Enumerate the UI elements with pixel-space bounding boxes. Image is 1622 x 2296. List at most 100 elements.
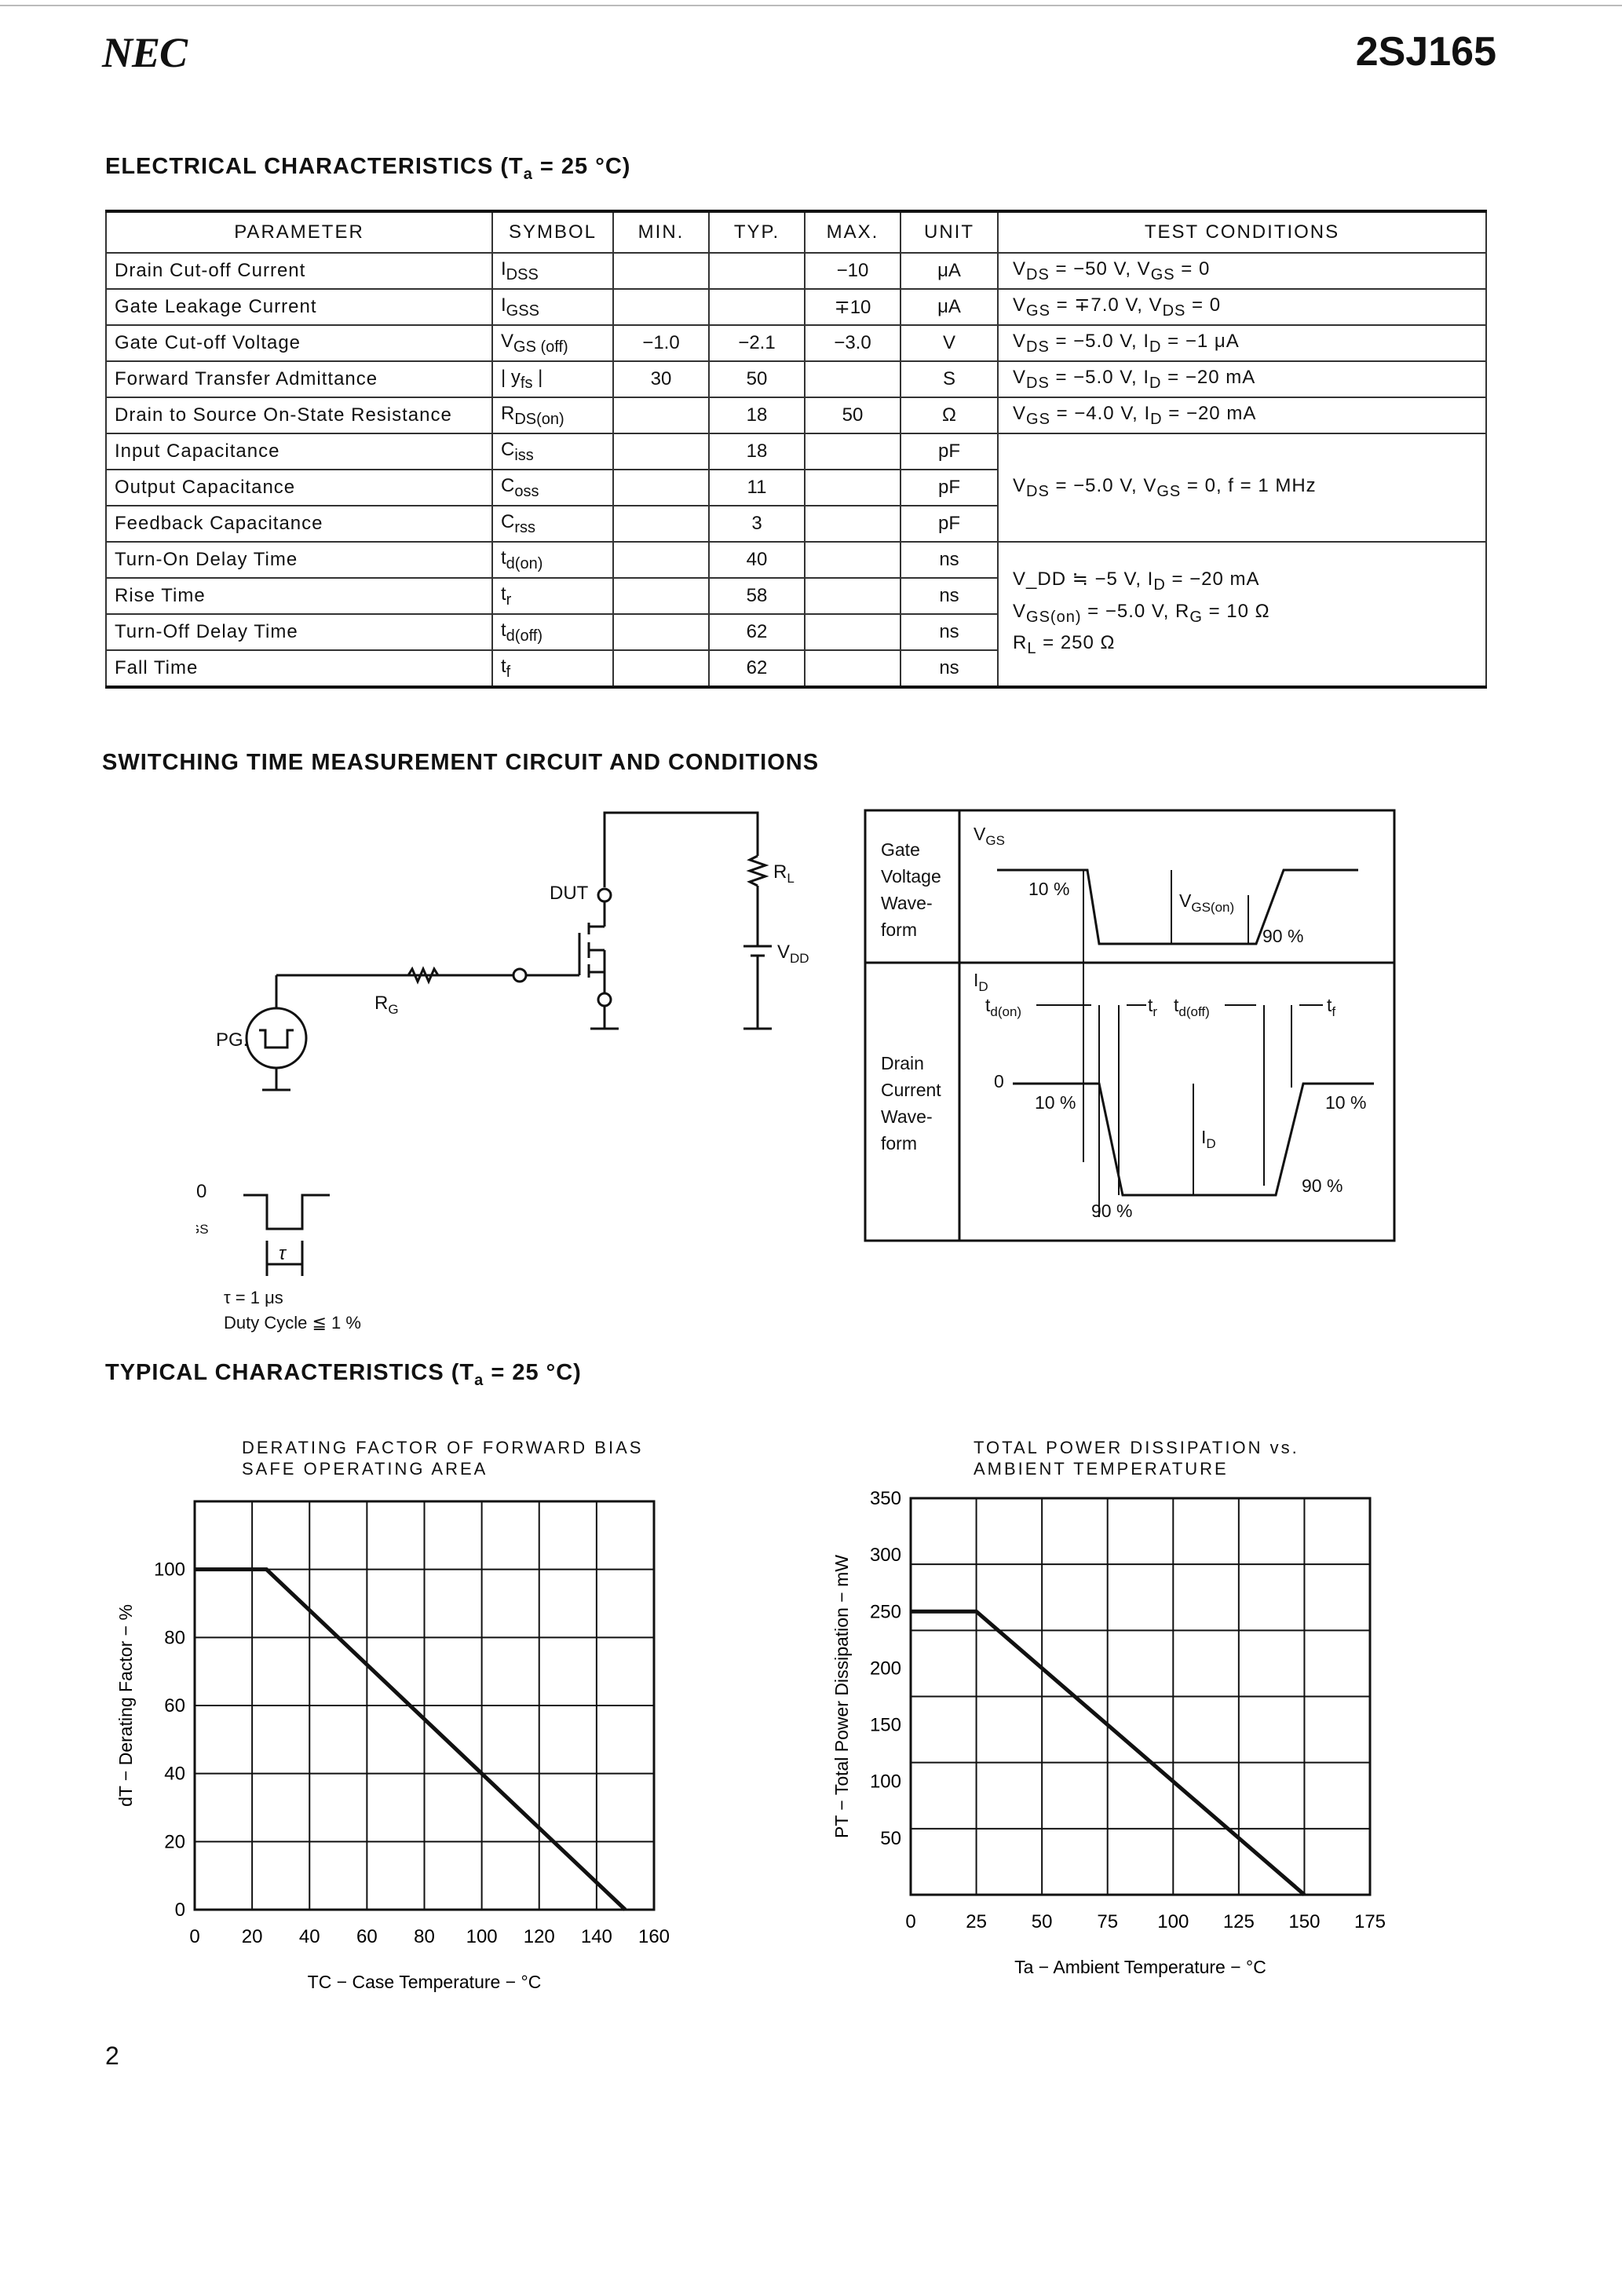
unit-cell: pF bbox=[900, 433, 999, 470]
x-tick-label: 60 bbox=[356, 1926, 378, 1947]
svg-text:τ: τ bbox=[279, 1243, 287, 1264]
svg-text:RG: RG bbox=[374, 993, 399, 1017]
drain-waveform bbox=[1013, 1082, 1374, 1197]
max-cell: −10 bbox=[804, 252, 901, 290]
svg-text:td(off): td(off) bbox=[1174, 995, 1210, 1019]
max-cell bbox=[804, 613, 901, 651]
typ-cell: 58 bbox=[708, 577, 806, 615]
param-cell: Drain to Source On-State Resistance bbox=[105, 397, 493, 434]
plot-frame bbox=[193, 1500, 656, 1911]
x-tick-label: 0 bbox=[905, 1911, 915, 1932]
min-cell bbox=[612, 397, 710, 434]
pulse-generator bbox=[245, 1007, 308, 1069]
max-cell bbox=[804, 577, 901, 615]
min-cell bbox=[612, 433, 710, 470]
table-header-row: PARAMETER SYMBOL MIN. TYP. MAX. UNIT TES… bbox=[105, 210, 1487, 254]
dut-source-terminal bbox=[597, 992, 612, 1007]
symbol-cell: td(off) bbox=[491, 613, 614, 651]
svg-text:Duty Cycle ≦ 1 %: Duty Cycle ≦ 1 % bbox=[224, 1313, 361, 1333]
drain-wire bbox=[603, 811, 759, 887]
unit-cell: ns bbox=[900, 577, 999, 615]
x-tick-label: 140 bbox=[581, 1926, 612, 1947]
y-axis-label: PT − Total Power Dissipation − mW bbox=[832, 1555, 852, 1838]
pg-label: PG. bbox=[216, 1029, 248, 1051]
chart-2-title: TOTAL POWER DISSIPATION vs. AMBIENT TEMP… bbox=[974, 1438, 1299, 1479]
y-tick-label: 20 bbox=[164, 1831, 185, 1852]
typ-cell: 3 bbox=[708, 505, 806, 543]
series-line bbox=[195, 1567, 627, 1911]
svg-text:90 %: 90 % bbox=[1302, 1175, 1343, 1196]
max-cell: −3.0 bbox=[804, 324, 901, 362]
svg-text:td(on): td(on) bbox=[985, 995, 1021, 1019]
x-tick-label: 125 bbox=[1223, 1911, 1255, 1932]
col-header: MAX. bbox=[804, 210, 901, 254]
x-tick-label: 40 bbox=[299, 1926, 320, 1947]
y-tick-label: 350 bbox=[870, 1488, 901, 1509]
symbol-cell: RDS(on) bbox=[491, 397, 614, 434]
typ-cell: 18 bbox=[708, 433, 806, 470]
param-cell: Gate Cut-off Voltage bbox=[105, 324, 493, 362]
param-cell: Turn-On Delay Time bbox=[105, 541, 493, 579]
unit-cell: pF bbox=[900, 469, 999, 506]
typ-cell: 62 bbox=[708, 613, 806, 651]
x-tick-label: 120 bbox=[524, 1926, 555, 1947]
svg-text:τ = 1 μs: τ = 1 μs bbox=[224, 1288, 283, 1307]
typ-cell: −2.1 bbox=[708, 324, 806, 362]
svg-text:0: 0 bbox=[994, 1071, 1004, 1091]
svg-text:tf: tf bbox=[1327, 995, 1335, 1019]
min-cell: −1.0 bbox=[612, 324, 710, 362]
chart-1-title: DERATING FACTOR OF FORWARD BIAS SAFE OPE… bbox=[242, 1438, 644, 1479]
symbol-cell: | yfs | bbox=[491, 360, 614, 398]
x-tick-label: 80 bbox=[414, 1926, 435, 1947]
x-tick-label: 100 bbox=[466, 1926, 498, 1947]
min-cell bbox=[612, 613, 710, 651]
unit-cell: ns bbox=[900, 613, 999, 651]
min-cell bbox=[612, 288, 710, 326]
condition-cell: VGS = ∓7.0 V, VDS = 0 bbox=[997, 288, 1487, 326]
max-cell bbox=[804, 649, 901, 688]
condition-cell: VDS = −5.0 V, VGS = 0, f = 1 MHz bbox=[997, 433, 1487, 543]
series-line bbox=[911, 1609, 1306, 1896]
symbol-cell: IDSS bbox=[491, 252, 614, 290]
x-tick-label: 100 bbox=[1157, 1911, 1189, 1932]
gate-pulse bbox=[243, 1194, 330, 1230]
top-rule bbox=[0, 5, 1622, 6]
x-tick-label: 160 bbox=[638, 1926, 670, 1947]
param-cell: Rise Time bbox=[105, 577, 493, 615]
min-cell bbox=[612, 649, 710, 688]
dut-label: DUT bbox=[550, 883, 589, 904]
min-cell bbox=[612, 541, 710, 579]
dut-drain-terminal bbox=[597, 887, 612, 903]
col-header: UNIT bbox=[900, 210, 999, 254]
col-header: TYP. bbox=[708, 210, 806, 254]
nec-logo: NEC bbox=[102, 29, 188, 76]
gate-waveform bbox=[997, 868, 1358, 945]
x-axis-label: TC − Case Temperature − °C bbox=[308, 1972, 542, 1992]
symbol-cell: tr bbox=[491, 577, 614, 615]
electrical-characteristics-title: ELECTRICAL CHARACTERISTICS (Ta = 25 °C) bbox=[105, 154, 631, 183]
y-tick-label: 80 bbox=[164, 1627, 185, 1648]
y-tick-label: 150 bbox=[870, 1715, 901, 1736]
param-cell: Turn-Off Delay Time bbox=[105, 613, 493, 651]
svg-text:VGS: VGS bbox=[196, 1212, 209, 1237]
unit-cell: S bbox=[900, 360, 999, 398]
max-cell bbox=[804, 469, 901, 506]
symbol-cell: Ciss bbox=[491, 433, 614, 470]
min-cell: 30 bbox=[612, 360, 710, 398]
max-cell bbox=[804, 505, 901, 543]
max-cell bbox=[804, 541, 901, 579]
svg-text:10 %: 10 % bbox=[1028, 879, 1069, 899]
svg-text:tr: tr bbox=[1148, 995, 1157, 1019]
param-cell: Feedback Capacitance bbox=[105, 505, 493, 543]
x-tick-label: 20 bbox=[242, 1926, 263, 1947]
y-axis-label: dT − Derating Factor − % bbox=[115, 1604, 136, 1807]
y-tick-label: 100 bbox=[870, 1771, 901, 1793]
param-cell: Drain Cut-off Current bbox=[105, 252, 493, 290]
symbol-cell: VGS (off) bbox=[491, 324, 614, 362]
